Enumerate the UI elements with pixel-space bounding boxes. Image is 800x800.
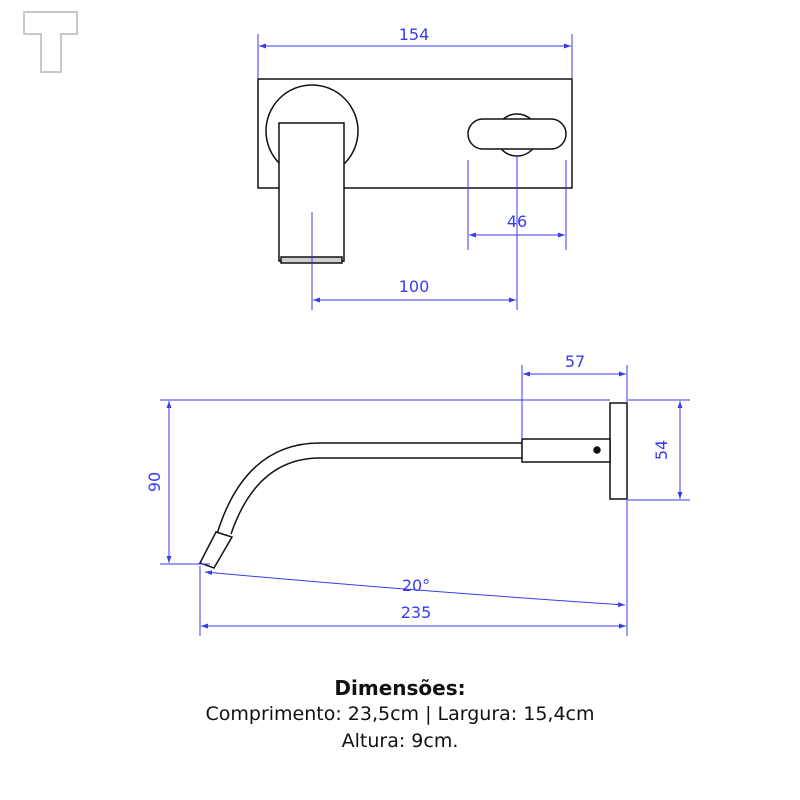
dimension-length-label: 235 <box>401 603 432 622</box>
side-view-dimension-lines <box>160 365 690 636</box>
dimension-lever-label: 46 <box>507 212 527 231</box>
curved-spout-arm <box>216 442 522 535</box>
side-view-outline <box>198 402 628 569</box>
top-view: 154 46 100 <box>257 25 573 310</box>
lever-handle <box>467 118 567 150</box>
dimensions-height: Altura: 9cm. <box>341 730 459 752</box>
dimension-height-label: 90 <box>145 472 164 492</box>
side-spout-base <box>521 438 611 463</box>
dimensions-length-width: Comprimento: 23,5cm | Largura: 15,4cm <box>205 703 595 725</box>
dimension-plate-label: 54 <box>652 440 671 460</box>
dimension-width-label: 154 <box>399 25 430 44</box>
set-screw <box>593 446 601 454</box>
dimensions-title: Dimensões: <box>334 676 466 700</box>
dimension-angle-label: 20° <box>402 576 430 595</box>
top-view-outline <box>257 78 573 264</box>
dimension-spout-label: 100 <box>399 277 430 296</box>
side-view: 57 54 90 20° 235 <box>145 352 690 636</box>
letter-t-logo <box>23 11 78 73</box>
dimension-base-label: 57 <box>565 352 585 371</box>
top-view-dimension-lines <box>257 34 573 310</box>
spout-tip <box>198 531 234 569</box>
side-wall-plate <box>609 402 628 500</box>
